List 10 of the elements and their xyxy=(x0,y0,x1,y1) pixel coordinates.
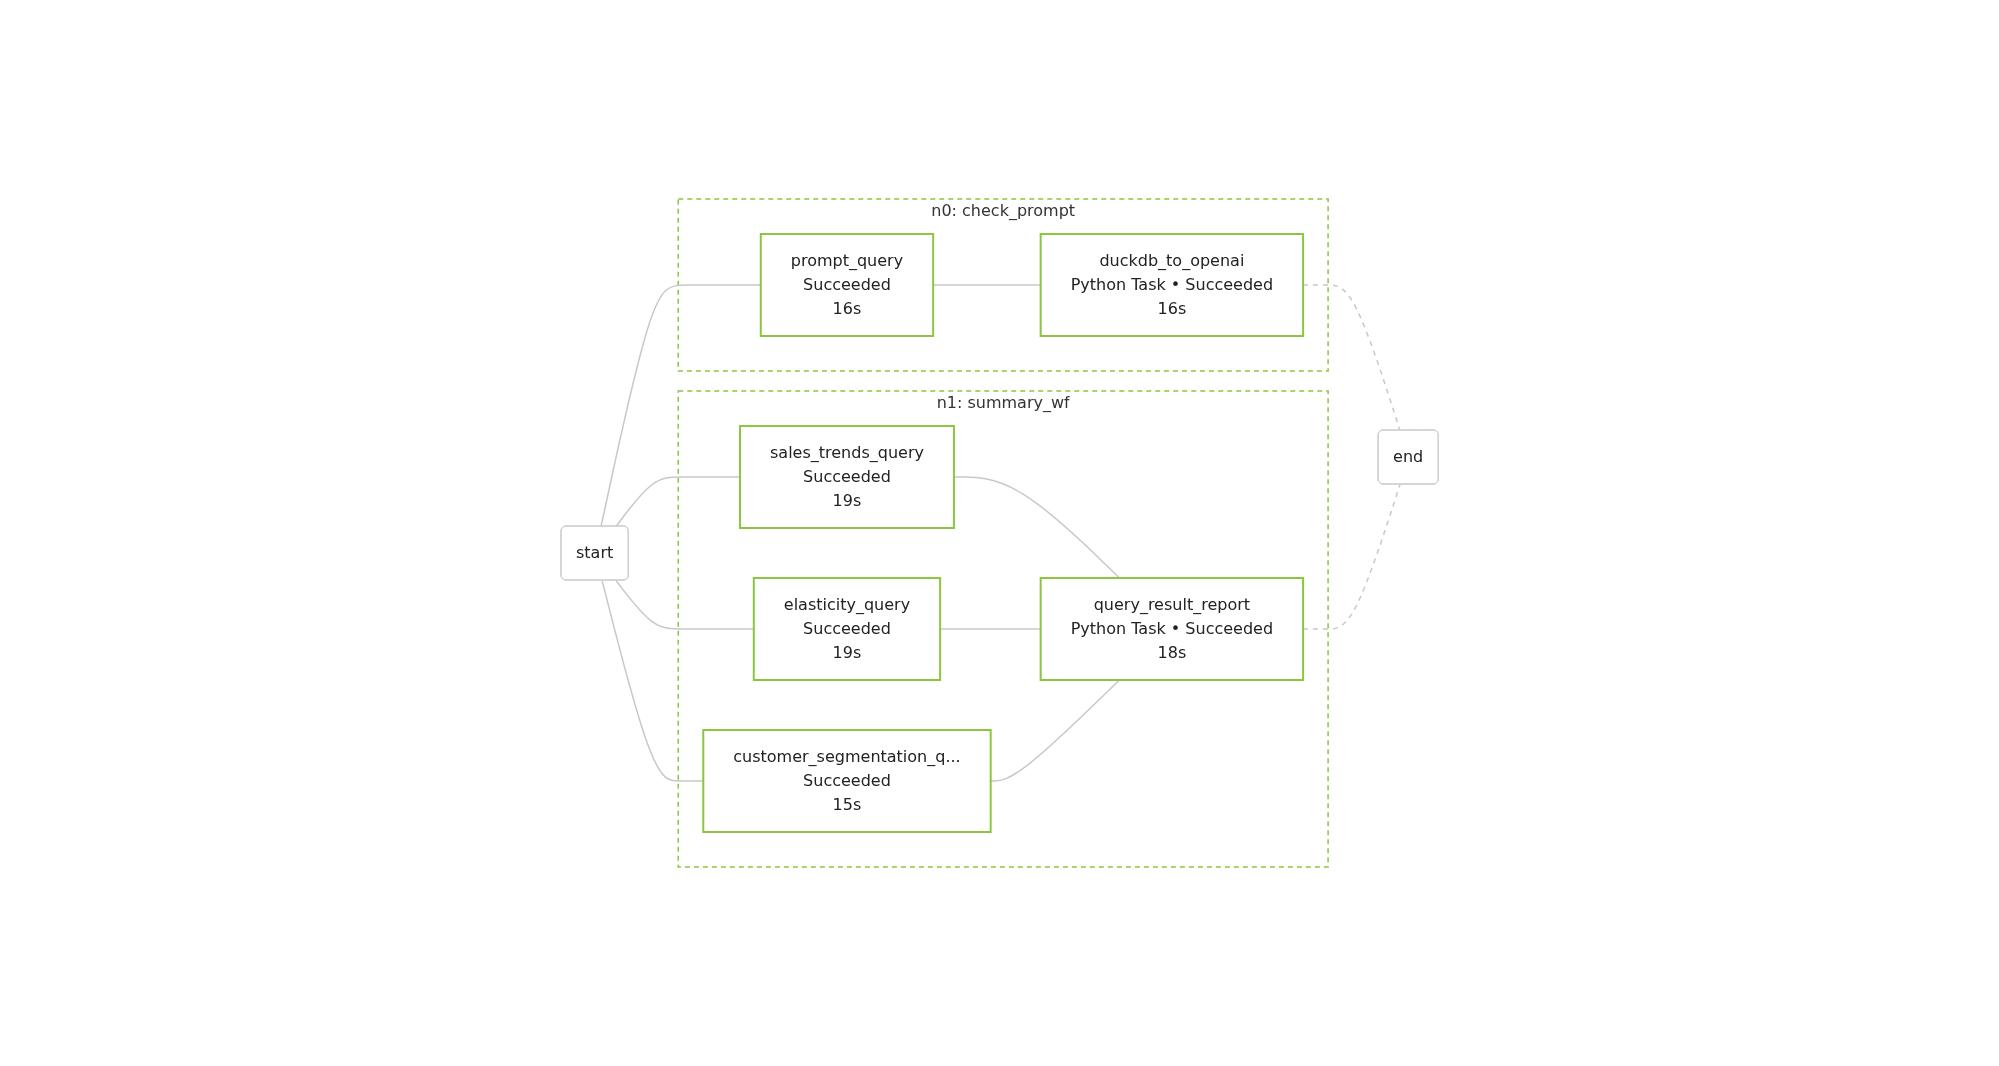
node-box: prompt_query Succeeded 16s xyxy=(759,233,935,337)
node-box: duckdb_to_openai Python Task • Succeeded 16s xyxy=(1039,233,1304,337)
connector xyxy=(1302,284,1401,432)
node-box: query_result_report Python Task • Succeeded 18s xyxy=(1039,577,1304,681)
connector xyxy=(601,579,704,782)
connector xyxy=(1302,483,1401,630)
node-box: elasticity_query Succeeded 19s xyxy=(752,577,941,681)
node-box: sales_trends_query Succeeded 19s xyxy=(738,425,955,529)
node-box: customer_segmentation_q... Succeeded 15s xyxy=(702,729,992,833)
connector xyxy=(953,476,1121,579)
